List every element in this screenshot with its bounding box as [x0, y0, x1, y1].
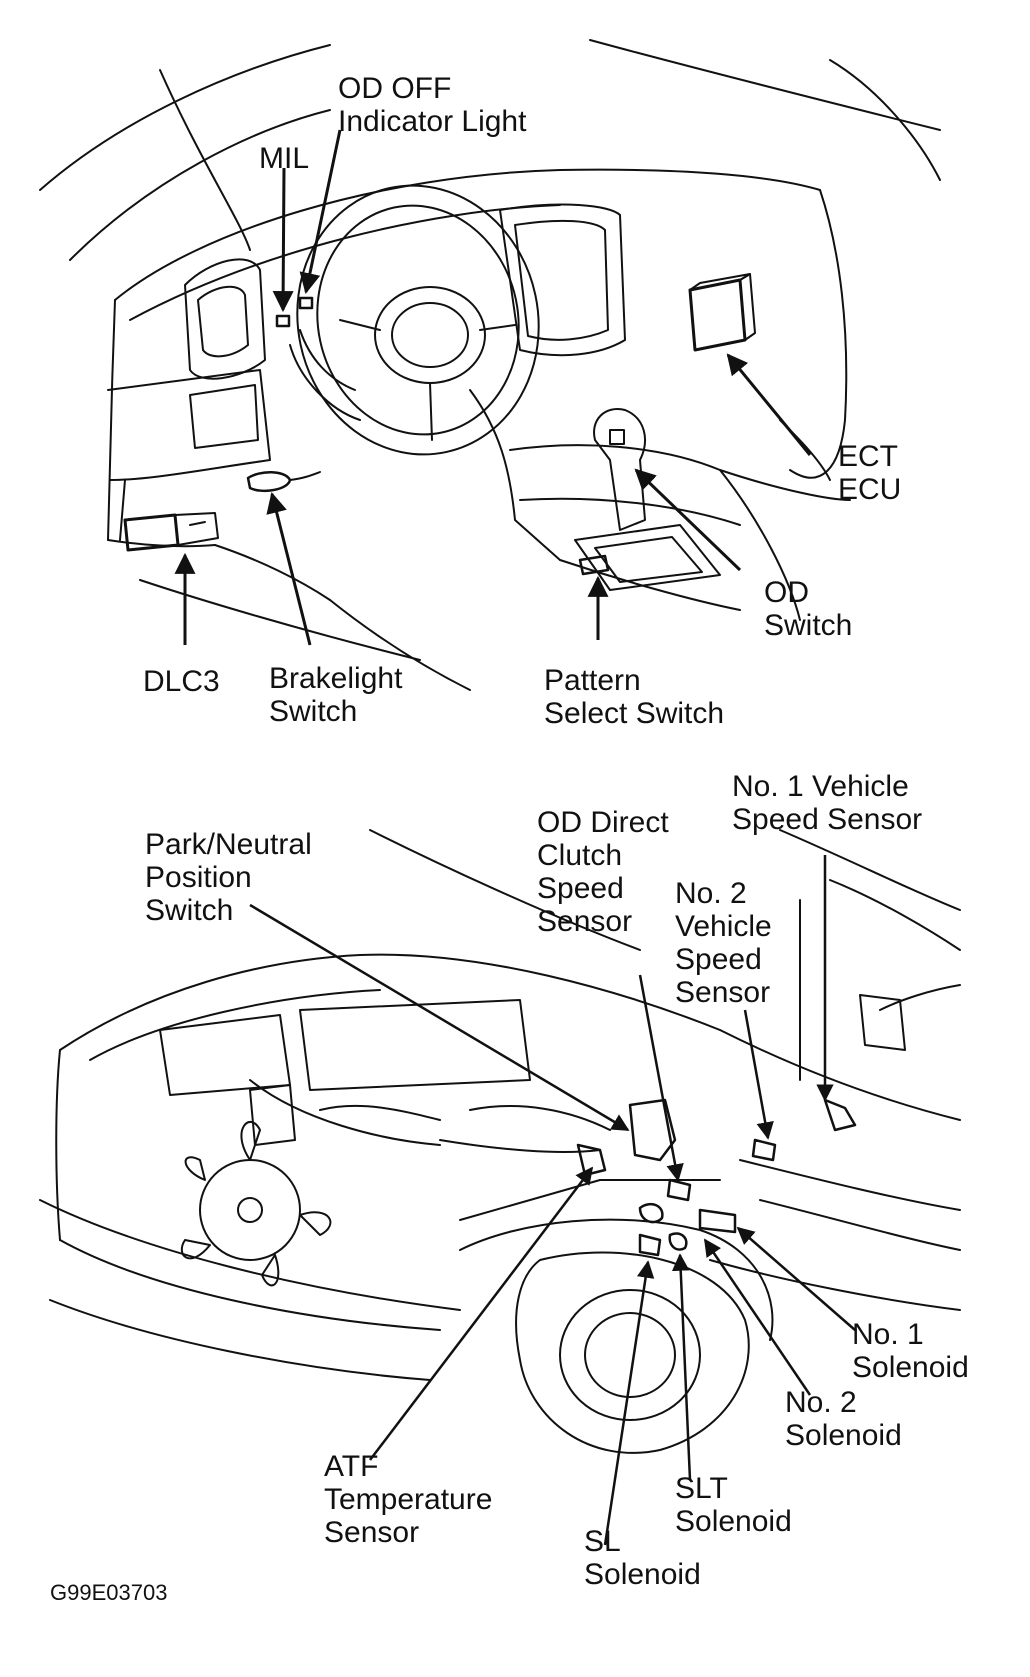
label-od-switch: OD Switch — [764, 576, 853, 642]
label-brakelight-switch: Brakelight Switch — [269, 662, 403, 728]
label-no2-solenoid: No. 2 Solenoid — [785, 1386, 902, 1452]
dashboard-leader-arrows — [174, 129, 812, 646]
label-atf-temperature-sensor: ATF Temperature Sensor — [324, 1450, 493, 1549]
label-no2-vehicle-speed-sensor: No. 2 Vehicle Speed Sensor — [675, 877, 772, 1009]
label-od-direct-clutch-speed-sensor: OD Direct Clutch Speed Sensor — [537, 806, 669, 938]
label-od-off-indicator-light: OD OFF Indicator Light — [338, 72, 527, 138]
dashboard-drawing — [39, 39, 941, 691]
label-ect-ecu: ECT ECU — [838, 440, 902, 506]
label-park-neutral-position-switch: Park/Neutral Position Switch — [145, 828, 312, 927]
figure-code: G99E03703 — [50, 1580, 168, 1605]
engine-bay-leader-arrows — [249, 855, 856, 1546]
label-mil: MIL — [259, 142, 310, 175]
label-pattern-select-switch: Pattern Select Switch — [544, 664, 725, 730]
engine-bay-drawing — [39, 829, 961, 1454]
label-sl-solenoid: SL Solenoid — [584, 1525, 701, 1591]
label-no1-vehicle-speed-sensor: No. 1 Vehicle Speed Sensor — [732, 770, 923, 836]
label-no1-solenoid: No. 1 Solenoid — [852, 1318, 969, 1384]
label-slt-solenoid: SLT Solenoid — [675, 1472, 792, 1538]
label-dlc3: DLC3 — [143, 665, 220, 698]
